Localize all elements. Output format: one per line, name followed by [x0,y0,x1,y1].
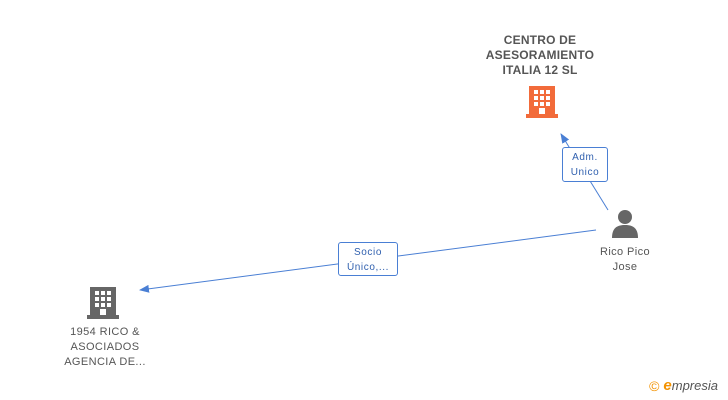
company-name-rico-asociados[interactable]: 1954 RICO & ASOCIADOS AGENCIA DE... [45,325,165,370]
edge-label-line: Único,... [346,262,390,273]
edge-label-line: Adm. [572,152,598,163]
company-name-line: ASOCIADOS [70,341,140,353]
brand-logo-e: e [663,377,672,394]
company-name-line: AGENCIA DE... [64,356,146,368]
company-name-line: CENTRO DE [503,33,577,47]
edge-label-line: Socio [353,247,382,258]
copyright-icon: © [649,377,660,394]
person-name-line: Jose [612,261,638,273]
edge-label-socio-unico[interactable]: Socio Único,... [338,242,398,276]
person-name-line: Rico Pico [599,246,651,258]
edge-label-adm-unico[interactable]: Adm. Unico [562,147,608,182]
building-icon[interactable] [87,285,119,324]
building-icon[interactable] [526,84,558,123]
edge-label-line: Unico [570,167,600,178]
brand-logo-text: mpresia [671,378,718,393]
person-icon[interactable] [611,209,639,244]
person-name-rico-pico[interactable]: Rico Pico Jose [575,245,675,275]
company-name-centro[interactable]: CENTRO DE ASESORAMIENTO ITALIA 12 SL [470,33,610,78]
company-name-line: ITALIA 12 SL [502,63,578,77]
company-name-line: ASESORAMIENTO [485,48,595,62]
company-name-line: 1954 RICO & [70,326,140,338]
brand-footer[interactable]: © empresia [649,377,718,394]
